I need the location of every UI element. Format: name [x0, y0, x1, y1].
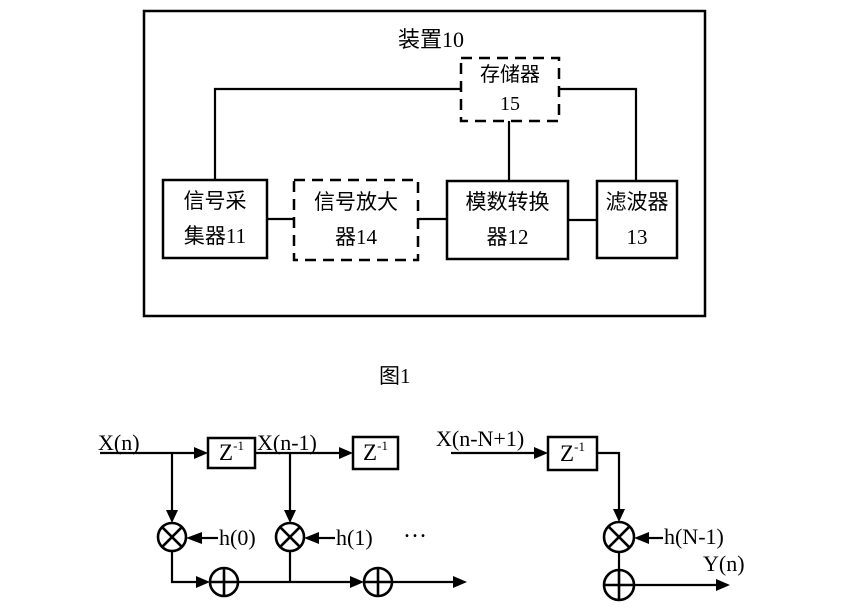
signal-collector-line1: 信号采: [183, 189, 247, 213]
coeff-h1-label: h(1): [336, 525, 373, 550]
memory-to-collector-line: [213, 87, 461, 180]
filter-line1: 滤波器: [605, 189, 669, 214]
arrow-into-mult0: [166, 510, 178, 523]
arrowheads: [166, 447, 730, 591]
arrow-left-group-out: [453, 576, 467, 588]
signal-amplifier-line2: 器14: [335, 225, 377, 249]
signal-collector-line2: 集器11: [183, 224, 247, 248]
multiplier-1-icon: [274, 521, 306, 553]
adder-1-icon: [362, 566, 394, 598]
mult0-to-adder0-line: [170, 551, 197, 584]
arrow-output: [716, 579, 730, 591]
delayN-out-line: [597, 451, 621, 511]
fig1-device-title: 装置10: [398, 27, 465, 52]
adder-0-icon: [208, 566, 240, 598]
fig1-frame-and-boxes: [142, 9, 707, 318]
signal-amplifier-line1: 信号放大: [314, 190, 398, 214]
arrow-coeff0-into-mult0: [186, 532, 202, 544]
delayed-signal-n-label: X(n-N+1): [436, 426, 525, 451]
filter-line2: 13: [626, 224, 648, 249]
multiplier-0-icon: [156, 521, 188, 553]
adc-line1: 模数转换: [465, 190, 550, 214]
adder-n-icon: [602, 568, 636, 602]
delay-n-base: Z: [560, 440, 575, 466]
delay-1-base: Z: [219, 440, 234, 465]
fig1-caption: 图1: [379, 364, 411, 388]
coeff-hN-label: h(N-1): [664, 524, 724, 549]
signal-amplifier-block-label: 信号放大 器14: [294, 180, 418, 260]
delayed-signal-1-label: X(n-1): [257, 430, 317, 455]
multiplier-icons: [156, 520, 636, 554]
arrow-into-adder1: [350, 576, 364, 588]
memory-line1: 存储器: [480, 63, 540, 86]
fig1-outer-frame: [142, 9, 707, 318]
adder-icons: [208, 566, 636, 602]
fig1-connectors: [213, 87, 638, 222]
filter-block-label: 滤波器 13: [597, 181, 677, 258]
arrow-into-adder0: [196, 576, 210, 588]
fir-signal-lines: [100, 451, 717, 587]
delay-2-label: Z-1: [363, 438, 388, 465]
adc-line2: 器12: [486, 225, 529, 249]
arrow-into-delay2: [339, 447, 353, 459]
arrow-into-mult1: [284, 510, 296, 523]
memory-block-label: 存储器 15: [461, 58, 559, 121]
memory-to-filter-line: [559, 87, 638, 181]
input-signal-label: X(n): [98, 430, 140, 455]
delay-1-label: Z-1: [219, 438, 244, 465]
multiplier-n-icon: [602, 520, 636, 554]
arrow-coeffN-into-multN: [634, 532, 649, 544]
arrow-coeff1-into-mult1: [304, 532, 319, 544]
output-signal-label: Y(n): [703, 551, 745, 576]
adc-block-label: 模数转换 器12: [447, 181, 568, 259]
coeff-h0-label: h(0): [219, 525, 256, 550]
ellipsis-label: ...: [404, 517, 428, 543]
delay-2-base: Z: [363, 440, 378, 465]
arrow-into-multN: [613, 509, 625, 522]
arrow-into-delay1: [194, 447, 208, 459]
memory-line2: 15: [500, 92, 520, 115]
arrow-into-delayN: [534, 447, 548, 459]
signal-collector-block-label: 信号采 集器11: [163, 180, 267, 258]
delay-n-label: Z-1: [560, 438, 585, 466]
